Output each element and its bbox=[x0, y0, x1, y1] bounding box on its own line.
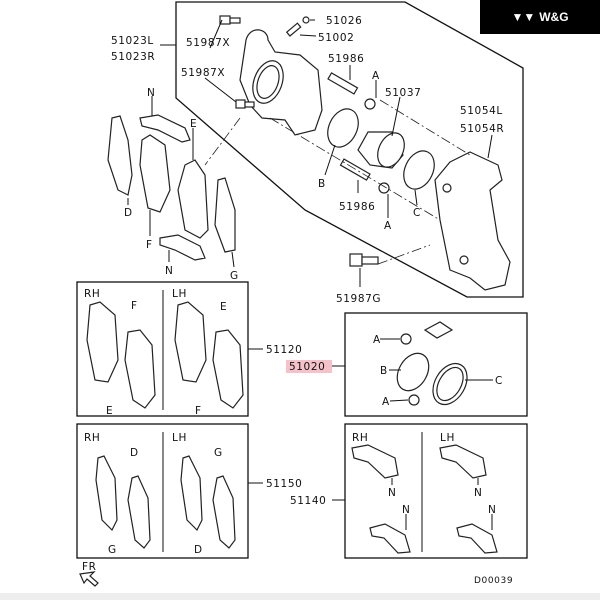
clip-kit-part-no: 51140 bbox=[290, 495, 326, 507]
label-51037: 51037 bbox=[385, 87, 421, 99]
bottom-bar bbox=[0, 593, 600, 600]
shim-kit-rh: RH bbox=[84, 432, 100, 444]
seal-kit-51020[interactable] bbox=[286, 312, 528, 417]
label-51987x-lower: 51987X bbox=[181, 67, 225, 79]
shim-kit-lh: LH bbox=[172, 432, 187, 444]
label-51986-lower: 51986 bbox=[339, 201, 375, 213]
dust-boot-c[interactable] bbox=[398, 146, 440, 194]
label-a-lower: A bbox=[384, 220, 392, 232]
clip-kit-n3: N bbox=[402, 504, 410, 516]
seal-kit-a-upper: A bbox=[373, 334, 381, 346]
clip-kit-rh: RH bbox=[352, 432, 368, 444]
label-51002: 51002 bbox=[318, 32, 354, 44]
bolt-51987x-upper[interactable] bbox=[219, 15, 241, 25]
label-n-lower: N bbox=[165, 265, 173, 277]
clip-kit-lh: LH bbox=[440, 432, 455, 444]
clip-kit-51140[interactable] bbox=[332, 423, 528, 559]
label-n-upper: N bbox=[147, 87, 155, 99]
label-51987g: 51987G bbox=[336, 293, 381, 305]
wg-logo-icon: ▼▼ bbox=[511, 10, 536, 24]
shim-kit-lh-top: G bbox=[214, 447, 223, 459]
shim-kit-rh-top: D bbox=[130, 447, 139, 459]
label-51054r: 51054R bbox=[460, 123, 504, 135]
bleeder-51002[interactable] bbox=[285, 22, 302, 37]
label-51986-upper: 51986 bbox=[328, 53, 364, 65]
main-assembly-outline bbox=[175, 1, 524, 298]
clip-kit-n1: N bbox=[388, 487, 396, 499]
caliper-body[interactable] bbox=[239, 29, 323, 136]
boot-a-upper[interactable] bbox=[364, 98, 376, 110]
shim-kit-rh-bottom: G bbox=[108, 544, 117, 556]
piston-51037[interactable] bbox=[357, 129, 409, 172]
label-c: C bbox=[413, 207, 421, 219]
label-51987x-upper: 51987X bbox=[186, 37, 230, 49]
label-g: G bbox=[230, 270, 239, 282]
clip-n-lower[interactable] bbox=[159, 234, 206, 261]
bracket-51054[interactable] bbox=[434, 151, 511, 291]
bolt-51987g[interactable] bbox=[349, 253, 379, 267]
shim-kit-lh-bottom: D bbox=[194, 544, 203, 556]
label-a-upper: A bbox=[372, 70, 380, 82]
highlight bbox=[286, 360, 332, 373]
front-arrow-icon bbox=[79, 571, 99, 587]
seal-kit-b: B bbox=[380, 365, 388, 377]
diagram-id: D00039 bbox=[474, 576, 513, 586]
label-e: E bbox=[190, 118, 197, 130]
clip-n-upper[interactable] bbox=[139, 114, 191, 143]
guide-pin-upper[interactable] bbox=[327, 72, 359, 95]
label-b: B bbox=[318, 178, 326, 190]
pad-kit-lh-top: E bbox=[220, 301, 227, 313]
seal-kit-a-lower: A bbox=[382, 396, 390, 408]
pad-f[interactable] bbox=[139, 134, 171, 213]
seal-kit-c: C bbox=[495, 375, 503, 387]
seal-kit-part-no[interactable]: 51020 bbox=[289, 361, 325, 373]
seal-b[interactable] bbox=[322, 104, 364, 152]
pad-kit-51120[interactable] bbox=[76, 281, 263, 417]
clip-kit-n4: N bbox=[488, 504, 496, 516]
pad-kit-part-no: 51120 bbox=[266, 344, 302, 356]
leader-lines bbox=[127, 19, 493, 287]
logo-text: W&G bbox=[539, 10, 569, 24]
cap-51026[interactable] bbox=[302, 16, 310, 24]
pad-kit-lh-bottom: F bbox=[195, 405, 202, 417]
label-f: F bbox=[146, 239, 153, 251]
pad-kit-lh: LH bbox=[172, 288, 187, 300]
pad-kit-rh-bottom: E bbox=[106, 405, 113, 417]
bolt-51987x-lower[interactable] bbox=[235, 99, 255, 109]
front-label: FR bbox=[82, 561, 97, 573]
pad-kit-rh: RH bbox=[84, 288, 100, 300]
shim-d[interactable] bbox=[107, 115, 133, 196]
label-51023l: 51023L bbox=[111, 35, 154, 47]
shim-kit-part-no: 51150 bbox=[266, 478, 302, 490]
shim-kit-51150[interactable] bbox=[76, 423, 263, 559]
boot-a-lower[interactable] bbox=[378, 182, 390, 194]
label-d: D bbox=[124, 207, 133, 219]
shim-g[interactable] bbox=[214, 177, 236, 253]
clip-kit-n2: N bbox=[474, 487, 482, 499]
label-51023r: 51023R bbox=[111, 51, 155, 63]
label-51054l: 51054L bbox=[460, 105, 503, 117]
label-51026: 51026 bbox=[326, 15, 362, 27]
pad-kit-rh-top: F bbox=[131, 300, 138, 312]
pad-e[interactable] bbox=[177, 159, 209, 239]
brand-logo: ▼▼ W&G bbox=[480, 0, 600, 34]
